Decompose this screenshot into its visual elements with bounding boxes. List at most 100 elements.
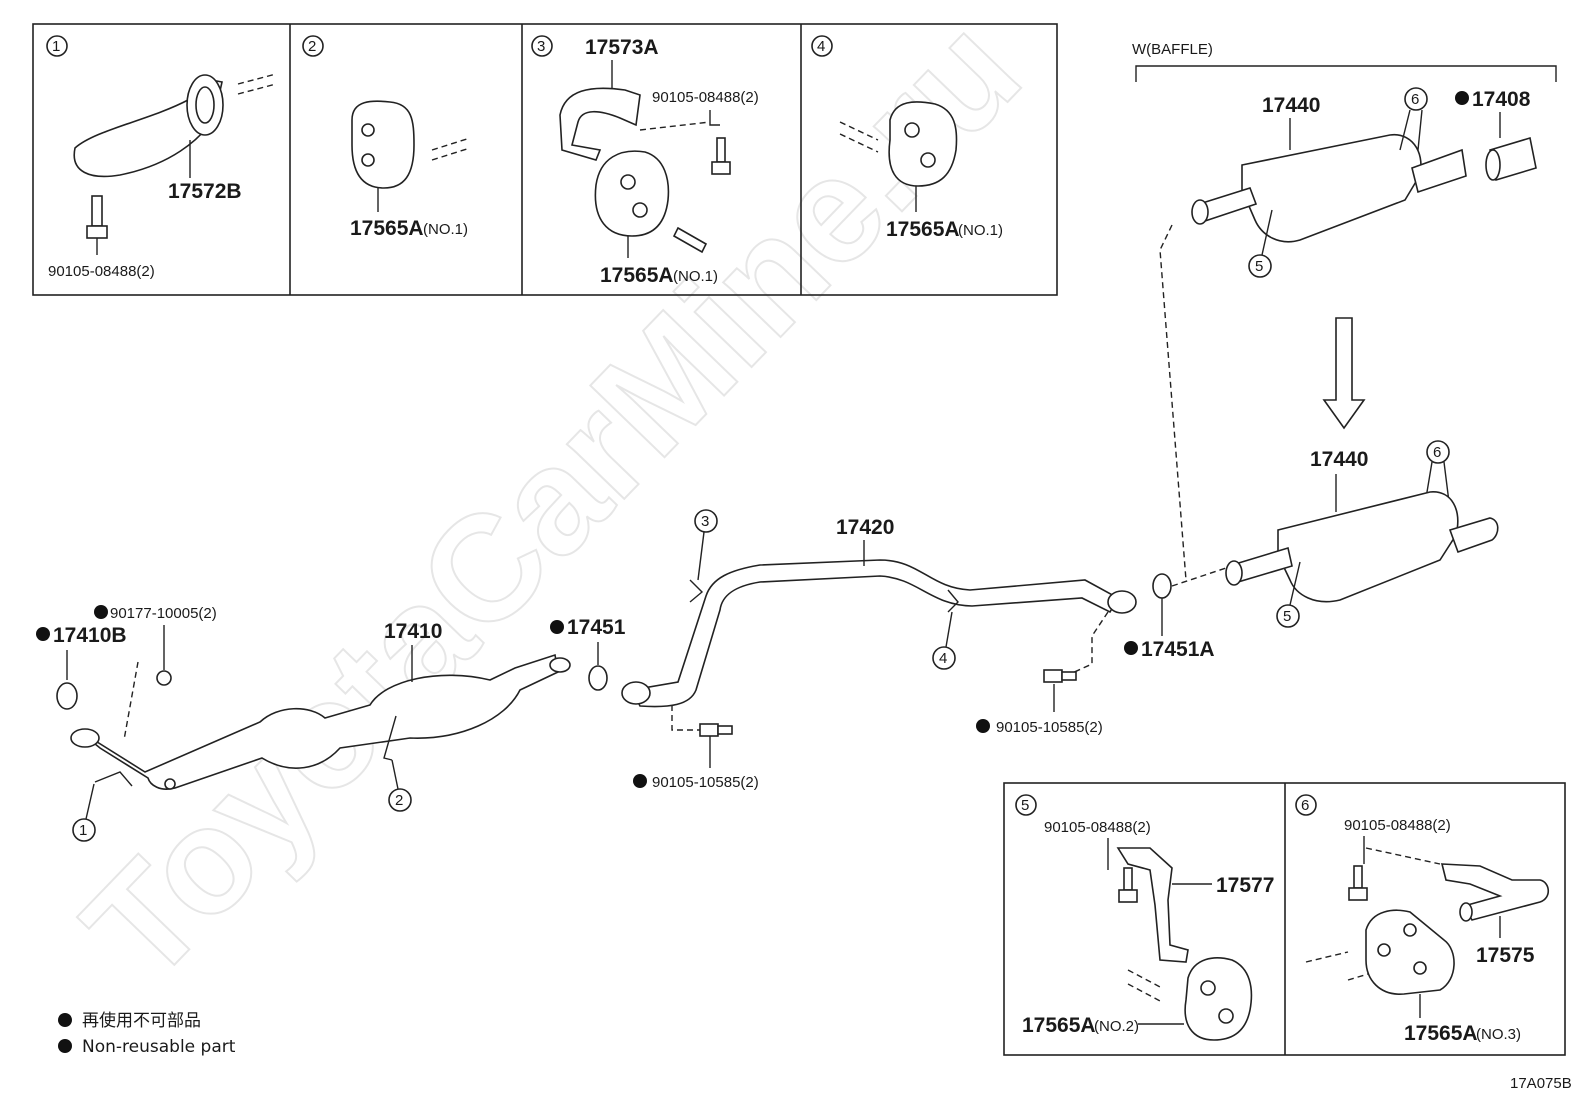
leader-line [1399,109,1423,151]
part-number-90105-10585-a: 90105-10585(2) [652,774,759,791]
bolt-head-drawing [1118,889,1138,903]
part-number-90105-08488: 90105-08488(2) [1344,817,1451,834]
rubber-hanger-drawing [888,101,958,187]
part-number-17565A: 17565A [1404,1022,1478,1045]
hanger-bracket-drawing [689,579,704,603]
leader-line [85,783,95,820]
callout-number: 4 [817,38,825,55]
hanger-hole-drawing [920,152,936,168]
legend-japanese: 再使用不可部品 [82,1010,201,1031]
gasket-17410B-drawing [56,682,78,710]
stud-drawing [164,778,176,790]
non-reusable-dot [94,605,108,619]
nut-drawing [156,670,172,686]
hanger-rod-hint [237,73,277,95]
part-note: (NO.1) [423,221,468,238]
bolt-shank-drawing [717,725,733,735]
inset-frame-top [32,23,1058,296]
callout-circle [1295,794,1317,816]
part-number-90105-10585-b: 90105-10585(2) [996,719,1103,736]
muffler-tail-pipe-drawing [1411,148,1467,194]
pipe-flange-drawing [549,657,571,673]
leader-line [709,110,720,126]
pipe-flange-drawing [1107,590,1137,614]
part-note: (NO.2) [1094,1018,1139,1035]
part-number-17565A: 17565A [350,217,424,240]
callout-circle [531,35,553,57]
part-number-17420: 17420 [836,516,894,539]
front-pipe-17410-drawing [77,653,559,790]
bolt-head-drawing [1348,887,1368,901]
callout-number: 1 [79,822,87,839]
inset-6: 6 90105-08488(2) 17575 17565A (NO.3) [1295,794,1550,1045]
down-arrow [1322,317,1366,430]
part-number-17410: 17410 [384,620,442,643]
dashed-connection [1159,224,1187,581]
part-number-90105-08488: 90105-08488(2) [48,263,155,280]
callout-circle [1404,87,1428,111]
hanger-rod-hint [431,137,471,161]
center-pipe-17420-drawing [630,559,1120,708]
bolt-shank-drawing [1123,867,1133,891]
legend-english: Non-reusable part [82,1037,236,1057]
leader-line [945,611,953,648]
inset-4: 4 17565A (NO.1) [811,35,1003,241]
inset-row-bottom [1003,782,1566,1056]
bolt-shank-drawing [1353,865,1363,889]
non-reusable-dot [1124,641,1138,655]
part-number-17575: 17575 [1476,944,1535,967]
callout-number: 3 [701,513,709,530]
callout-number: 6 [1301,797,1309,814]
non-reusable-dot [36,627,50,641]
hanger-hole-drawing [361,153,375,167]
part-number-17440-bottom: 17440 [1310,448,1368,471]
bracket-17577-drawing [1116,847,1189,963]
hanger-bracket-drawing [383,715,397,761]
callout-circle [1015,794,1037,816]
callout-number: 6 [1433,444,1441,461]
leader-line [1289,561,1301,606]
pipe-flange-drawing [621,681,651,705]
drawing-code: 17A075B [1510,1075,1572,1092]
callout-number: 5 [1283,608,1291,625]
dashed-leader [123,661,139,741]
dashed-connection [1171,567,1227,587]
bolt-head-drawing [86,225,108,239]
part-number-17565A: 17565A [886,218,960,241]
non-reusable-dot [58,1013,72,1027]
muffler-lower-group: 17440 6 5 [1225,440,1499,628]
pipe-flange-drawing [70,728,100,748]
dashed-leader [1069,611,1109,675]
part-number-17408: 17408 [1472,88,1531,111]
bolt-head-drawing [711,161,731,175]
non-reusable-dot [633,774,647,788]
main-exhaust: 17410B 90177-10005(2) 17410 1 2 17451 3 … [36,509,1227,842]
callout-circle [72,818,96,842]
callout-circle [1276,604,1300,628]
callout-number: 3 [537,38,545,55]
part-number-17573A: 17573A [585,36,659,59]
dashed-leader [671,705,700,731]
rubber-hanger-drawing [594,150,670,237]
inset-2: 2 17565A (NO.1) [302,35,471,240]
arrow-down-icon [1322,317,1366,430]
callout-number: 2 [308,38,316,55]
callout-number: 2 [395,792,403,809]
non-reusable-dot [976,719,990,733]
part-number-17451A: 17451A [1141,638,1215,661]
part-number-17440-top: 17440 [1262,94,1320,117]
hanger-rod-drawing [672,226,708,254]
hanger-hole-drawing [904,122,920,138]
part-number-17577: 17577 [1216,874,1274,897]
bolt-shank-drawing [1061,671,1077,681]
leader-line [697,531,705,581]
pipe-end-drawing [1191,199,1209,225]
part-number-17451: 17451 [567,616,626,639]
hanger-rod-hint [839,121,879,153]
callout-number: 4 [939,650,947,667]
legend: 再使用不可部品 Non-reusable part [58,1010,236,1057]
part-note: (NO.3) [1476,1026,1521,1043]
rubber-hanger-drawing [351,100,415,189]
leader-line [1261,209,1273,256]
